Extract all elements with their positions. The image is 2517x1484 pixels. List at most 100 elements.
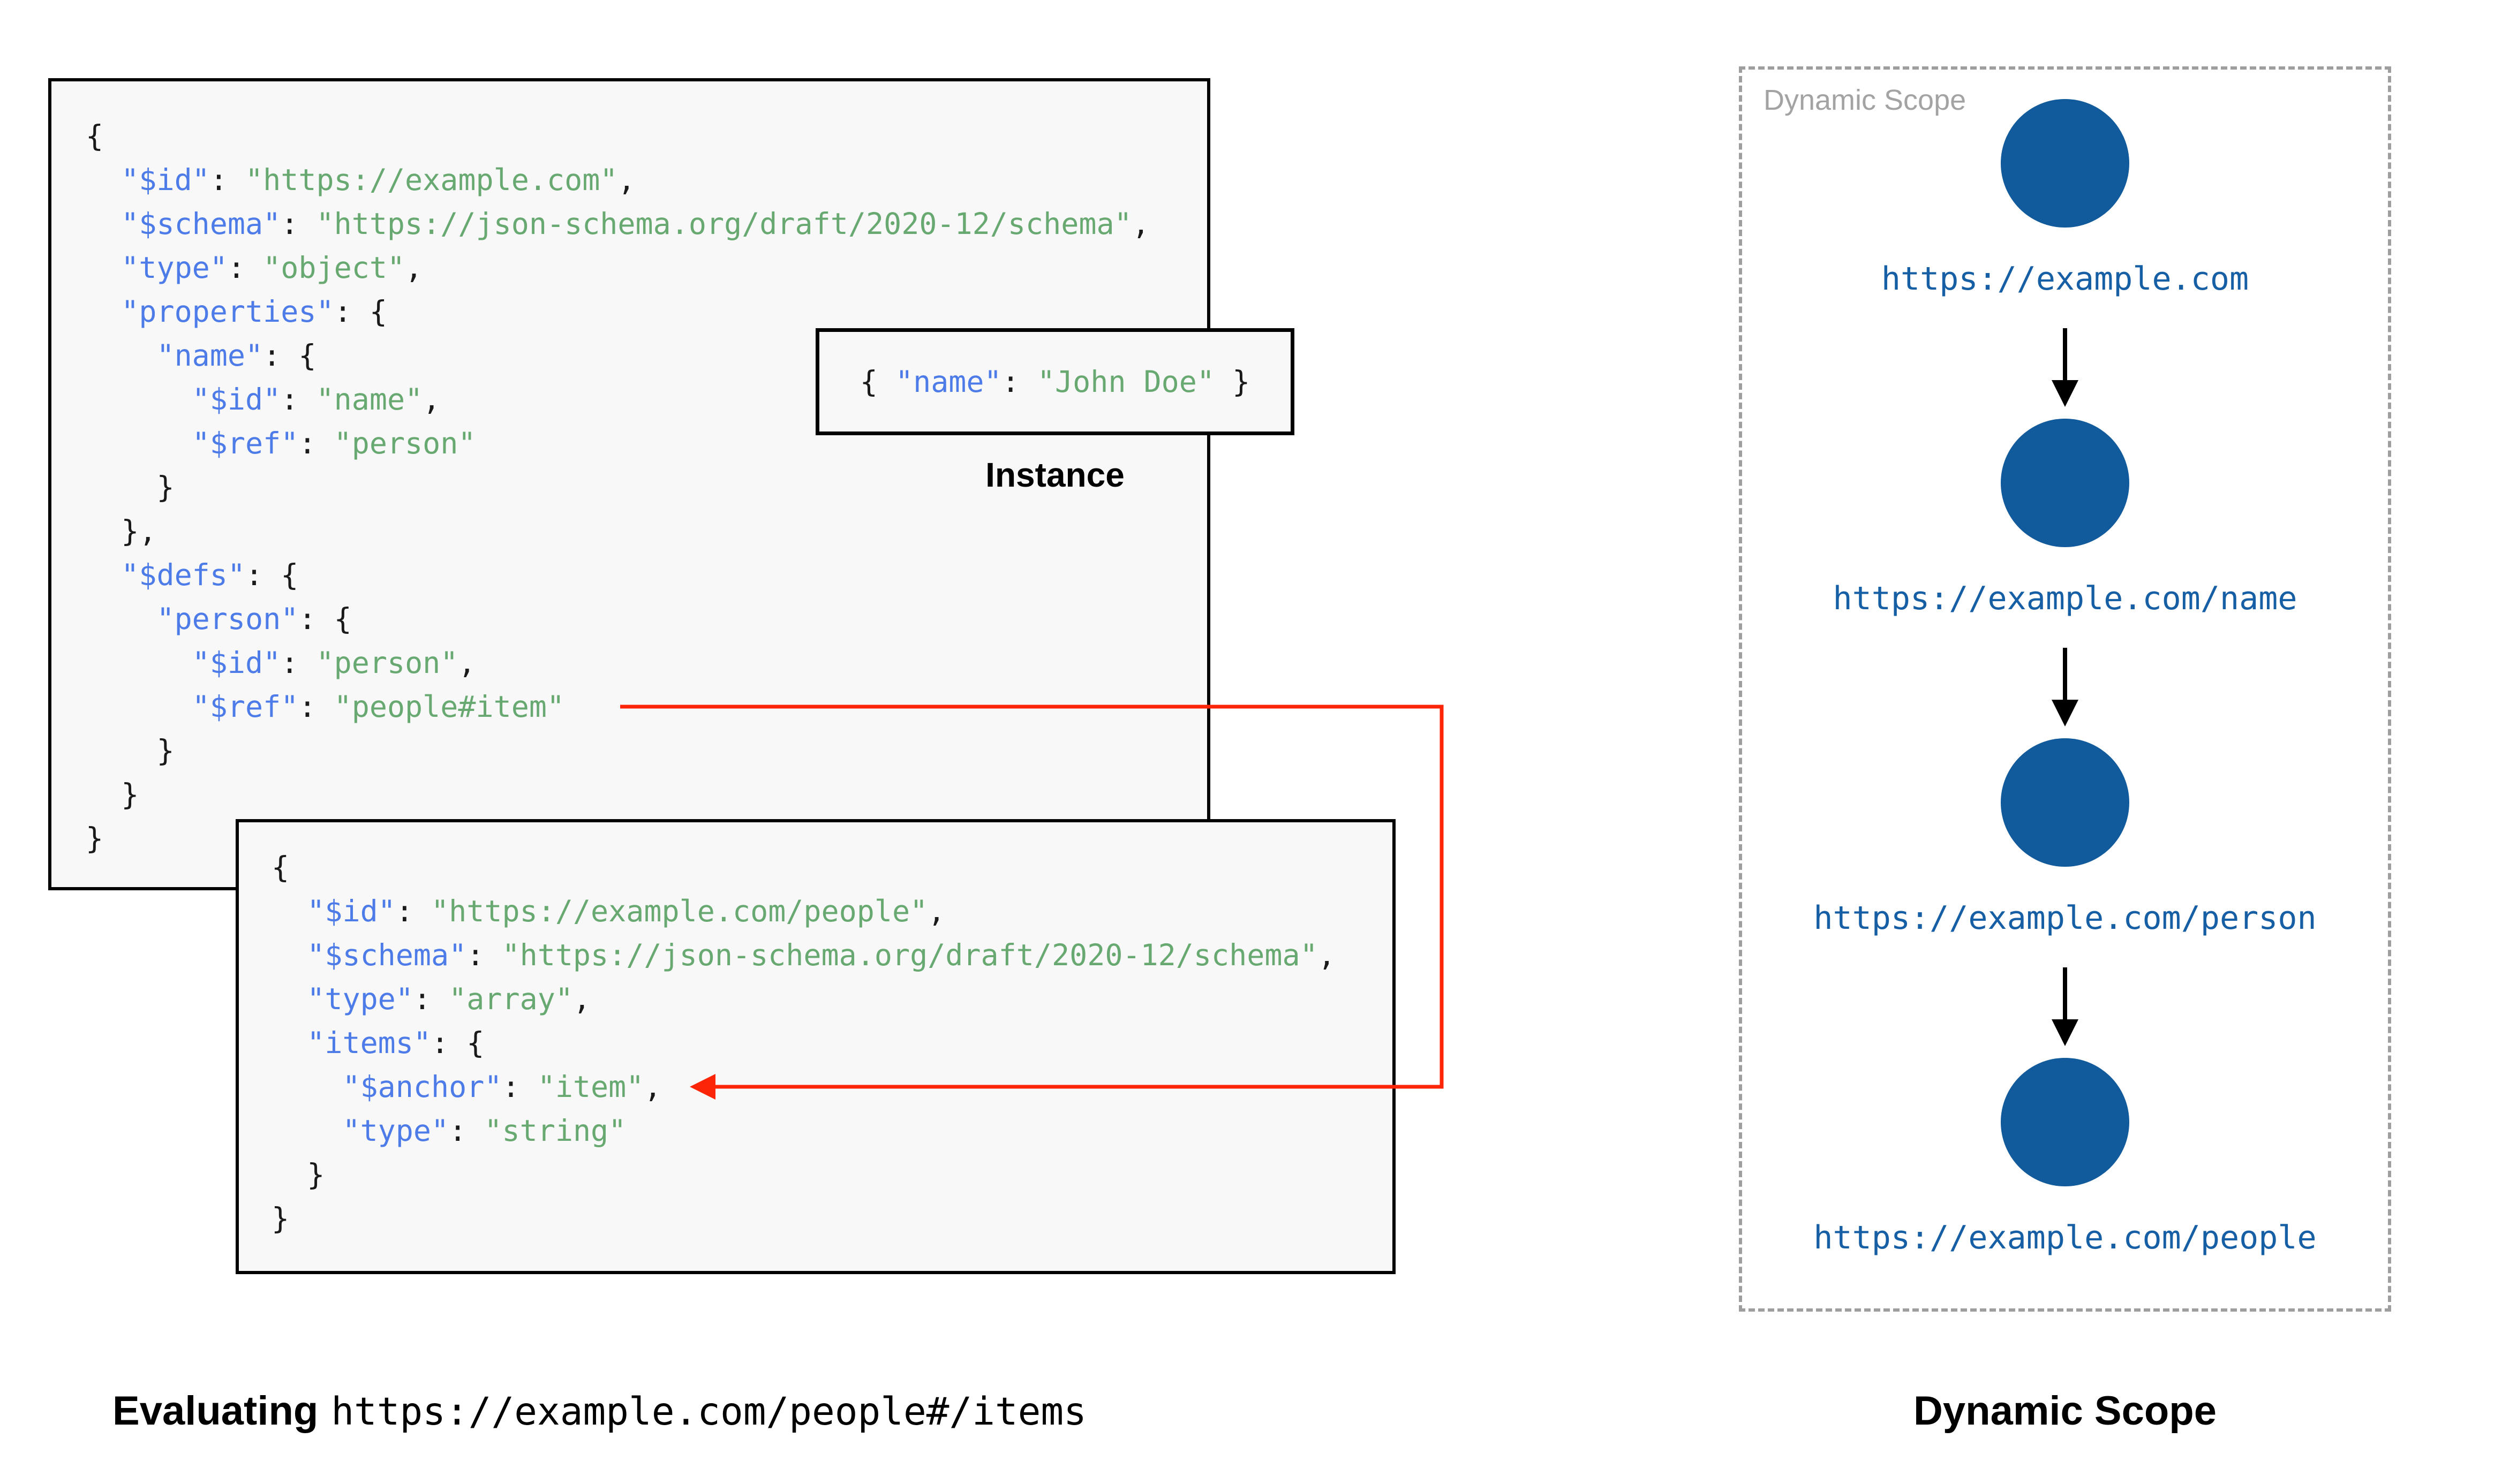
json-punctuation: : — [209, 163, 246, 197]
dynamic-scope-column: https://example.com https://example.com/n… — [1742, 70, 2388, 1258]
json-key: "type" — [342, 1114, 449, 1148]
json-string: "John Doe" — [1037, 365, 1215, 399]
json-key: "$id" — [192, 382, 281, 417]
json-punctuation: } — [272, 1201, 290, 1236]
json-punctuation — [86, 251, 121, 285]
code-line: "$id": "https://example.com", — [86, 158, 1207, 202]
json-punctuation: : — [502, 1070, 538, 1104]
json-punctuation: , — [644, 1070, 662, 1104]
code-line: } — [86, 773, 1207, 816]
json-punctuation: , — [423, 382, 441, 417]
json-punctuation: , — [1132, 207, 1150, 241]
instance-box: { "name": "John Doe" } — [816, 328, 1294, 435]
json-punctuation: : { — [263, 338, 316, 373]
json-key: "type" — [121, 251, 228, 285]
json-punctuation: : — [395, 894, 432, 928]
json-punctuation: } — [86, 470, 175, 504]
code-line: } — [272, 1197, 1392, 1240]
json-string: "https://example.com/people" — [431, 894, 928, 928]
json-string: "people#item" — [334, 690, 565, 724]
down-arrow-icon — [2052, 648, 2078, 726]
json-punctuation: { — [86, 119, 104, 153]
json-key: "type" — [307, 982, 413, 1016]
json-string: "string" — [484, 1114, 627, 1148]
json-key: "$anchor" — [342, 1070, 502, 1104]
json-punctuation — [86, 602, 156, 636]
evaluating-prefix: Evaluating — [112, 1388, 319, 1434]
code-line: "$defs": { — [86, 553, 1207, 597]
code-line: }, — [86, 509, 1207, 553]
json-key: "$id" — [121, 163, 210, 197]
json-punctuation: : — [466, 938, 502, 972]
json-key: "$defs" — [121, 558, 246, 592]
down-arrow-icon — [2052, 967, 2078, 1046]
code-line: } — [86, 816, 1207, 860]
json-punctuation: , — [928, 894, 946, 928]
code-line: "$schema": "https://json-schema.org/draf… — [272, 933, 1392, 977]
json-punctuation — [272, 894, 307, 928]
json-punctuation: : — [281, 207, 316, 241]
json-string: "https://json-schema.org/draft/2020-12/s… — [502, 938, 1318, 972]
code-line: "items": { — [272, 1021, 1392, 1065]
json-key: "items" — [307, 1026, 432, 1060]
scope-node-url: https://example.com/name — [1833, 580, 2297, 617]
code-line: "person": { — [86, 597, 1207, 641]
code-line: } — [86, 465, 1207, 509]
json-punctuation: : — [281, 646, 316, 680]
schema-box-people: { "$id": "https://example.com/people", "… — [236, 819, 1396, 1274]
schema-root-code: { "$id": "https://example.com", "$schema… — [51, 81, 1207, 860]
json-punctuation — [86, 382, 192, 417]
json-string: "https://json-schema.org/draft/2020-12/s… — [316, 207, 1132, 241]
down-arrow-icon — [2052, 328, 2078, 407]
json-string: "object" — [263, 251, 405, 285]
json-key: "$schema" — [121, 207, 281, 241]
json-string: "person" — [334, 426, 476, 460]
code-line: } — [272, 1153, 1392, 1197]
json-string: "item" — [537, 1070, 644, 1104]
json-key: "name" — [156, 338, 263, 373]
json-punctuation — [272, 1114, 342, 1148]
json-punctuation: } — [272, 1157, 325, 1192]
code-line: { — [86, 114, 1207, 158]
json-punctuation: , — [458, 646, 476, 680]
code-line: { — [272, 845, 1392, 889]
json-punctuation: : — [298, 690, 334, 724]
scope-node-circle — [2001, 419, 2129, 547]
json-punctuation: : — [227, 251, 263, 285]
code-line: "name": { — [86, 334, 1207, 377]
code-line: } — [86, 729, 1207, 773]
json-punctuation — [272, 982, 307, 1016]
scope-node-url: https://example.com/person — [1813, 899, 2317, 937]
json-punctuation: } — [1215, 365, 1250, 399]
json-punctuation — [86, 338, 156, 373]
code-line: "$id": "name", — [86, 377, 1207, 421]
json-string: "person" — [316, 646, 458, 680]
dynamic-scope-caption: Dynamic Scope — [1913, 1388, 2217, 1434]
json-punctuation: }, — [86, 514, 157, 548]
json-punctuation: : — [281, 382, 316, 417]
json-key: "$id" — [307, 894, 396, 928]
json-key: "$ref" — [192, 426, 299, 460]
json-punctuation — [86, 426, 192, 460]
json-string: "name" — [316, 382, 423, 417]
code-line: "properties": { — [86, 290, 1207, 334]
code-line: "$id": "https://example.com/people", — [272, 889, 1392, 933]
json-key: "$id" — [192, 646, 281, 680]
json-punctuation: } — [86, 777, 139, 812]
scope-node-url: https://example.com — [1881, 260, 2249, 298]
json-punctuation — [272, 1070, 342, 1104]
json-key: "name" — [895, 365, 1002, 399]
json-punctuation — [86, 294, 121, 329]
json-key: "$ref" — [192, 690, 299, 724]
json-key: "$schema" — [307, 938, 467, 972]
code-line: "$ref": "person" — [86, 421, 1207, 465]
json-punctuation: : { — [334, 294, 387, 329]
json-punctuation: : { — [431, 1026, 485, 1060]
code-line: "$anchor": "item", — [272, 1065, 1392, 1109]
code-line: "$ref": "people#item" — [86, 685, 1207, 729]
json-punctuation — [86, 207, 121, 241]
json-punctuation — [272, 938, 307, 972]
